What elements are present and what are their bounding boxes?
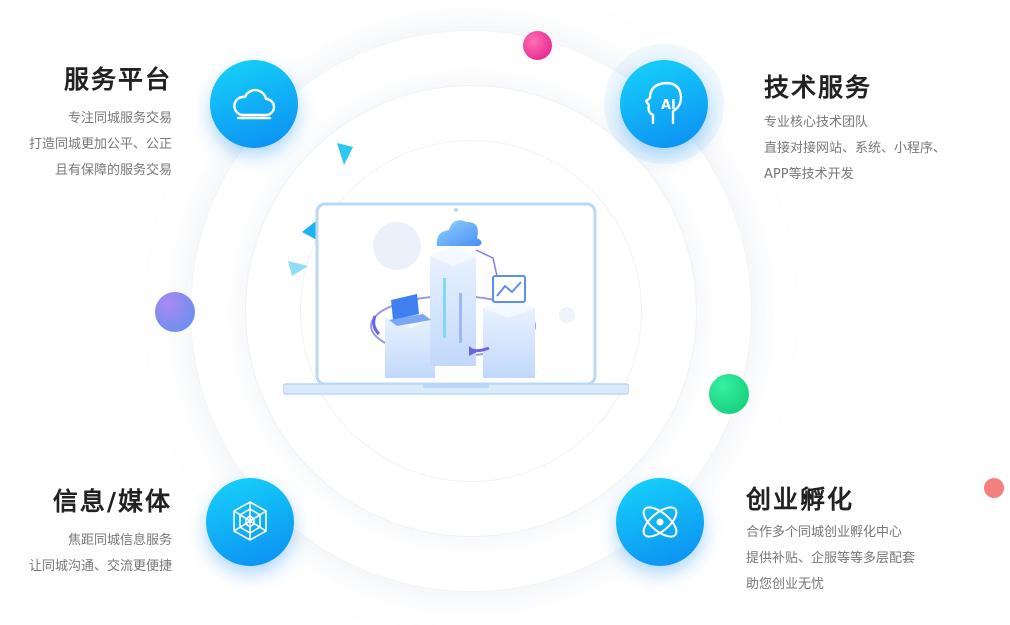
incubation-title: 创业孵化 [746,485,855,514]
laptop-illustration [283,202,629,395]
web-network-icon [233,501,267,541]
atom-icon [642,506,678,538]
description-line: 合作多个同城创业孵化中心 [746,525,903,540]
service-platform-title: 服务平台 [63,65,172,94]
core-ring [300,140,642,482]
description-line: 专注同城服务交易 [67,111,172,126]
inner-ring [245,85,697,537]
ai-icon-text: AI [661,98,676,113]
green-dot [709,374,749,414]
cloud-icon [233,88,276,120]
triangle-decoration [288,261,308,276]
purple-dot [155,292,195,332]
triangle-decoration [337,143,353,165]
tech-service-description: 专业核心技术团队 直接对接网站、系统、小程序、 APP等技术开发 [764,110,946,188]
service-platform-badge[interactable] [210,60,298,148]
tech-service-badge[interactable]: AI [620,60,708,148]
description-line: 且有保障的服务交易 [54,163,172,178]
incubation-description: 合作多个同城创业孵化中心 提供补贴、企服等等多层配套 助您创业无忧 [746,520,915,598]
description-line: APP等技术开发 [764,167,854,182]
service-platform-description: 专注同城服务交易 打造同城更加公平、公正 且有保障的服务交易 [29,106,172,184]
description-line: 专业核心技术团队 [764,115,869,130]
info-media-badge[interactable] [206,478,294,566]
incubation-badge[interactable] [616,478,704,566]
tech-service-title: 技术服务 [764,73,873,102]
description-line: 助您创业无忧 [746,577,825,592]
description-line: 让同城沟通、交流更便捷 [28,559,172,574]
info-media-title: 信息/媒体 [52,487,172,516]
description-line: 提供补贴、企服等等多层配套 [746,551,916,566]
description-line: 焦距同城信息服务 [67,533,172,548]
description-line: 打造同城更加公平、公正 [28,137,172,152]
ai-head-icon: AI [644,81,683,125]
info-media-description: 焦距同城信息服务 让同城沟通、交流更便捷 [29,528,172,580]
coral-dot [984,478,1004,498]
description-line: 直接对接网站、系统、小程序、 [764,141,947,156]
pink-dot [523,31,552,60]
